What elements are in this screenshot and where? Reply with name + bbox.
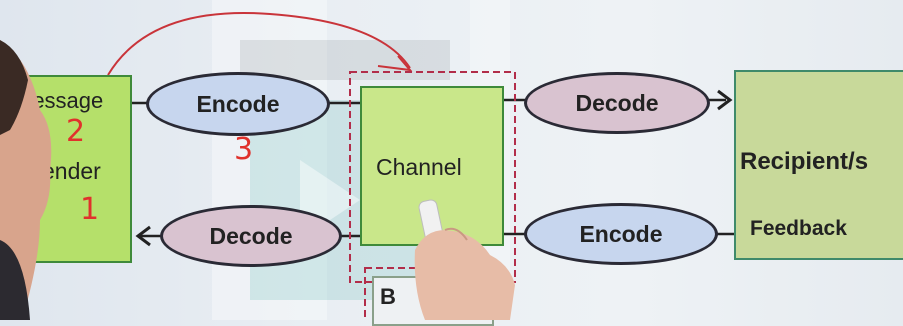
channel-label: Channel <box>376 154 462 180</box>
decode-oval-bottom: Decode <box>160 205 342 267</box>
encode-oval-top: Encode <box>146 72 330 136</box>
annotation-number-1: 1 <box>80 192 100 227</box>
annotation-arc <box>107 12 411 76</box>
sender-label: ender <box>42 158 101 184</box>
annotation-arrowhead <box>377 55 413 72</box>
annotation-number-3: 3 <box>234 132 254 167</box>
presenter-hand <box>414 199 515 320</box>
partial-box-letter: B <box>380 284 396 309</box>
decode-oval-top: Decode <box>524 72 710 134</box>
feedback-label: Feedback <box>750 217 847 240</box>
annotation-number-2: 2 <box>66 114 86 149</box>
background-panel-left <box>212 0 327 320</box>
recipient-box <box>734 70 903 260</box>
presenter-silhouette <box>0 40 52 320</box>
encode-oval-bottom: Encode <box>524 203 718 265</box>
recipient-label: Recipient/s <box>740 148 869 175</box>
